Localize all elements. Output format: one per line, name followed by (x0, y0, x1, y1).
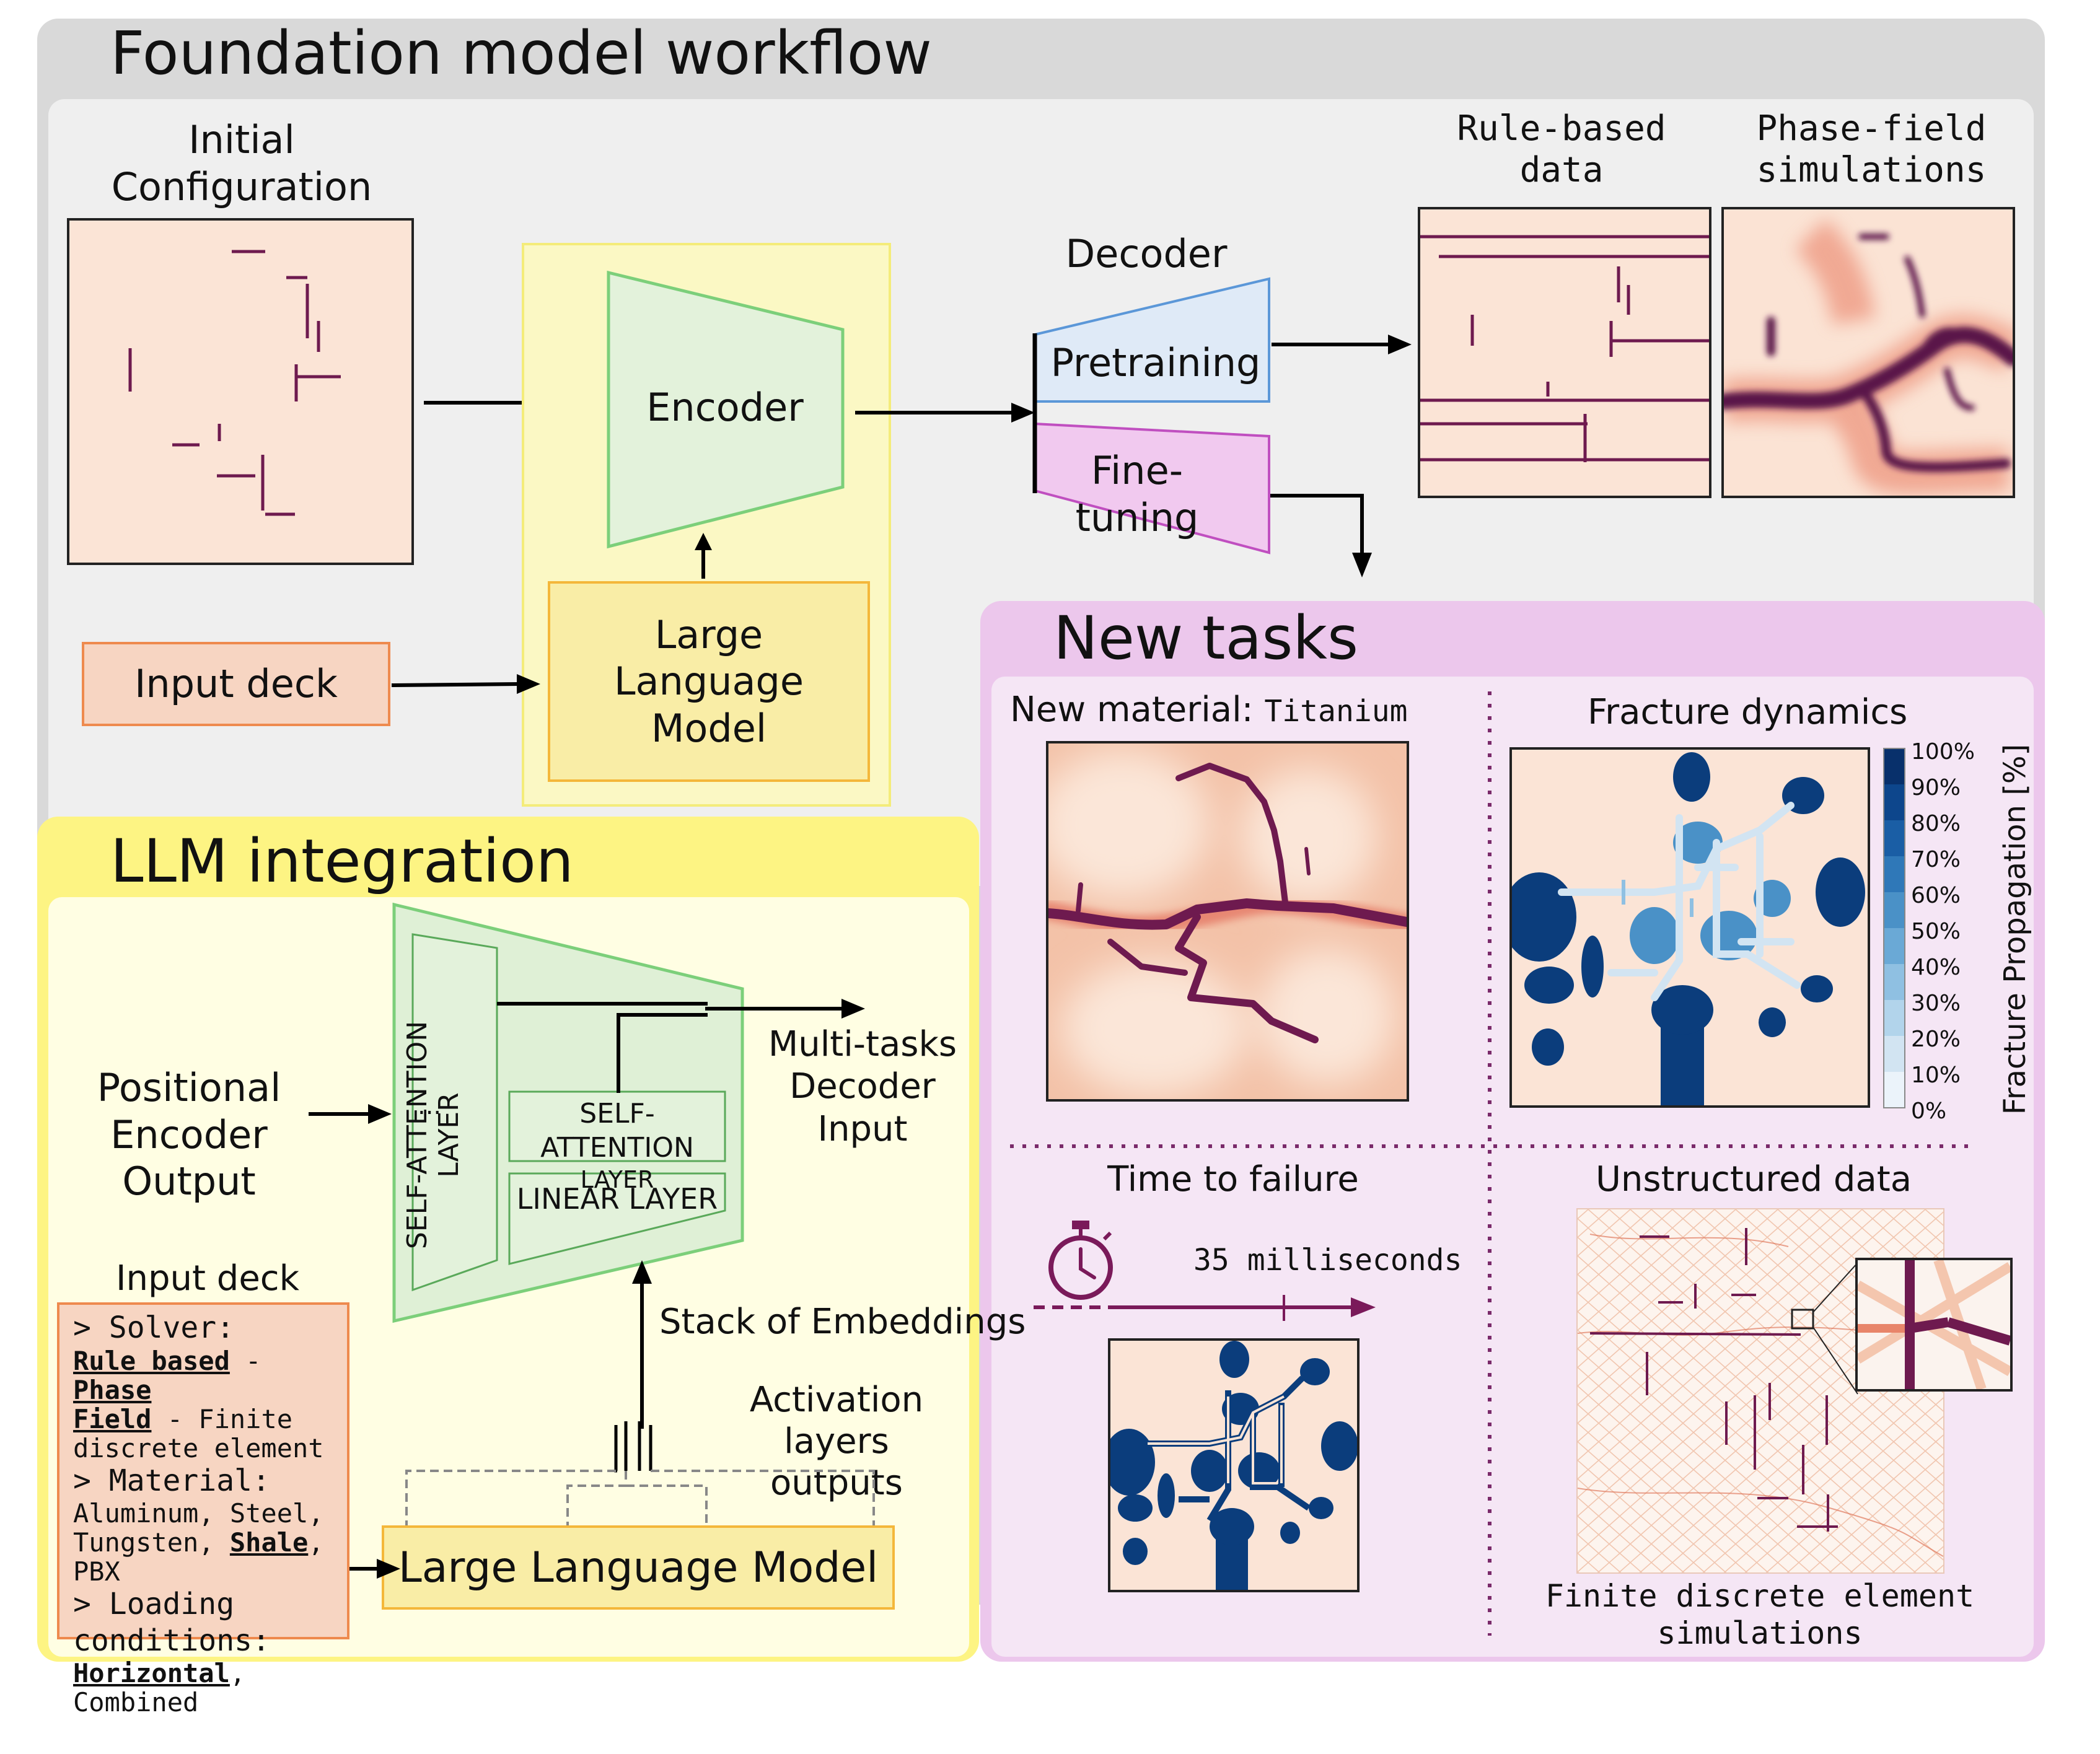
initial-config-image (67, 218, 414, 565)
multitask-decoder-label: Multi-tasks Decoder Input (768, 1024, 957, 1149)
unstructured-data-title: Unstructured data (1595, 1159, 1912, 1199)
colorbar-tick-label: 0% (1911, 1098, 1947, 1124)
initial-config-label: Initial Configuration (111, 117, 372, 209)
phase-field-graphic (1724, 209, 2013, 496)
colorbar-frame (1883, 748, 1905, 1108)
pretraining-label: Pretraining (1050, 340, 1261, 385)
new-tasks-title: New tasks (1053, 603, 1358, 673)
arrow-positional-to-transformer (309, 1104, 392, 1124)
rule-based-cracks-graphic (1420, 235, 1709, 462)
colorbar (1883, 748, 1905, 1108)
initial-cracks-graphic (128, 250, 341, 516)
deck-phase: Phase (73, 1374, 152, 1405)
deck-solver-head: > Solver: (73, 1310, 235, 1345)
colorbar-tick-label: 20% (1911, 1027, 1961, 1052)
colorbar-tick-label: 80% (1911, 811, 1961, 836)
llm-box-top: Large Language Model (548, 581, 870, 782)
colorbar-segment (1884, 928, 1905, 965)
llm-box-bottom: Large Language Model (382, 1525, 895, 1610)
phase-field-label: Phase-field simulations (1756, 108, 1987, 191)
colorbar-tick-label: 60% (1911, 883, 1961, 908)
transformer-output-arrows (497, 999, 865, 1093)
decoder-shapes (1032, 277, 1270, 555)
colorbar-segment (1884, 1072, 1905, 1108)
encoder-trapezoid (607, 270, 845, 549)
arrow-deck-to-llm (391, 674, 540, 694)
colorbar-tick-label: 90% (1911, 775, 1961, 800)
new-material-title: New material: Titanium (1010, 690, 1408, 730)
time-value: 35 milliseconds (1193, 1243, 1462, 1278)
colorbar-segment (1884, 892, 1905, 929)
arrow-pretraining-to-data (1272, 335, 1412, 354)
fracture-dynamics-graphic (1512, 750, 1868, 1105)
stack-of-embeddings-label: Stack of Embeddings (659, 1302, 1026, 1342)
timeline-arrow (1034, 1295, 1376, 1321)
fracture-dynamics-title: Fracture dynamics (1588, 692, 1908, 732)
rule-based-image (1418, 207, 1711, 498)
self-attention-vertical-label: SELF-ATTENTION LAYER (402, 1020, 465, 1250)
rule-based-label: Rule-based data (1457, 108, 1666, 191)
colorbar-segment (1884, 1036, 1905, 1072)
colorbar-tick-label: 40% (1911, 955, 1961, 980)
arrow-embeddings-up (632, 1260, 652, 1429)
colorbar-segment (1884, 856, 1905, 893)
activation-connectors (405, 1421, 875, 1530)
linear-layer-label: LINEAR LAYER (516, 1182, 718, 1216)
deck-rule-based: Rule based (73, 1345, 230, 1376)
colorbar-tick-label: 50% (1911, 919, 1961, 944)
colorbar-segment (1884, 820, 1905, 857)
finetuning-label: Fine-tuning (1075, 448, 1199, 540)
llm-integration-title: LLM integration (110, 827, 574, 896)
colorbar-title: Fracture Propagation [%] (1998, 743, 2032, 1115)
input-deck-box: Input deck (82, 642, 390, 726)
self-attention-box-label: SELF-ATTENTION LAYER (540, 1098, 694, 1193)
colorbar-tick-label: 70% (1911, 847, 1961, 872)
decoder-label: Decoder (1065, 231, 1228, 276)
deck-horizontal: Horizontal (73, 1658, 230, 1689)
input-deck-text-box: > Solver: Rule based - Phase Field - Fin… (57, 1302, 349, 1717)
input-deck-title: Input deck (115, 1258, 300, 1299)
transformer-block (392, 902, 744, 1323)
deck-loading-head: > Loading (73, 1587, 235, 1622)
workflow-title: Foundation model workflow (110, 19, 932, 88)
stopwatch-icon (1048, 1221, 1113, 1300)
time-to-failure-graphic (1110, 1341, 1357, 1590)
colorbar-segment (1884, 1000, 1905, 1037)
colorbar-segment (1884, 964, 1905, 1001)
fdem-label: Finite discrete element simulations (1545, 1578, 1975, 1651)
arrow-llm-to-encoder (695, 533, 712, 579)
deck-shale: Shale (229, 1527, 309, 1558)
titanium-image (1046, 741, 1409, 1102)
deck-field: Field (73, 1403, 152, 1434)
encoder-label: Encoder (646, 385, 804, 430)
titanium-graphic (1048, 743, 1407, 1099)
colorbar-tick-label: 100% (1911, 739, 1975, 765)
fracture-dynamics-image (1509, 747, 1870, 1108)
colorbar-tick-label: 30% (1911, 991, 1961, 1016)
quadrant-separators (1010, 691, 1977, 1636)
colorbar-tick-label: 10% (1911, 1063, 1961, 1088)
arrow-finetuning-to-new-tasks (1270, 494, 1372, 577)
colorbar-segment (1884, 784, 1905, 821)
positional-encoder-label: Positional Encoder Output (97, 1065, 281, 1204)
time-to-failure-title: Time to failure (1107, 1159, 1359, 1199)
zoom-inset-graphic (1858, 1260, 2010, 1389)
arrow-encoder-to-decoder (855, 403, 1035, 423)
unstructured-zoom-inset (1855, 1258, 2013, 1392)
ellipsis-label: ... (418, 1092, 442, 1120)
colorbar-segment (1884, 748, 1905, 785)
arrow-deck-to-llm-bottom (349, 1559, 400, 1579)
time-to-failure-image (1108, 1338, 1360, 1592)
deck-material-head: > Material: (73, 1463, 270, 1498)
phase-field-image (1721, 207, 2015, 498)
